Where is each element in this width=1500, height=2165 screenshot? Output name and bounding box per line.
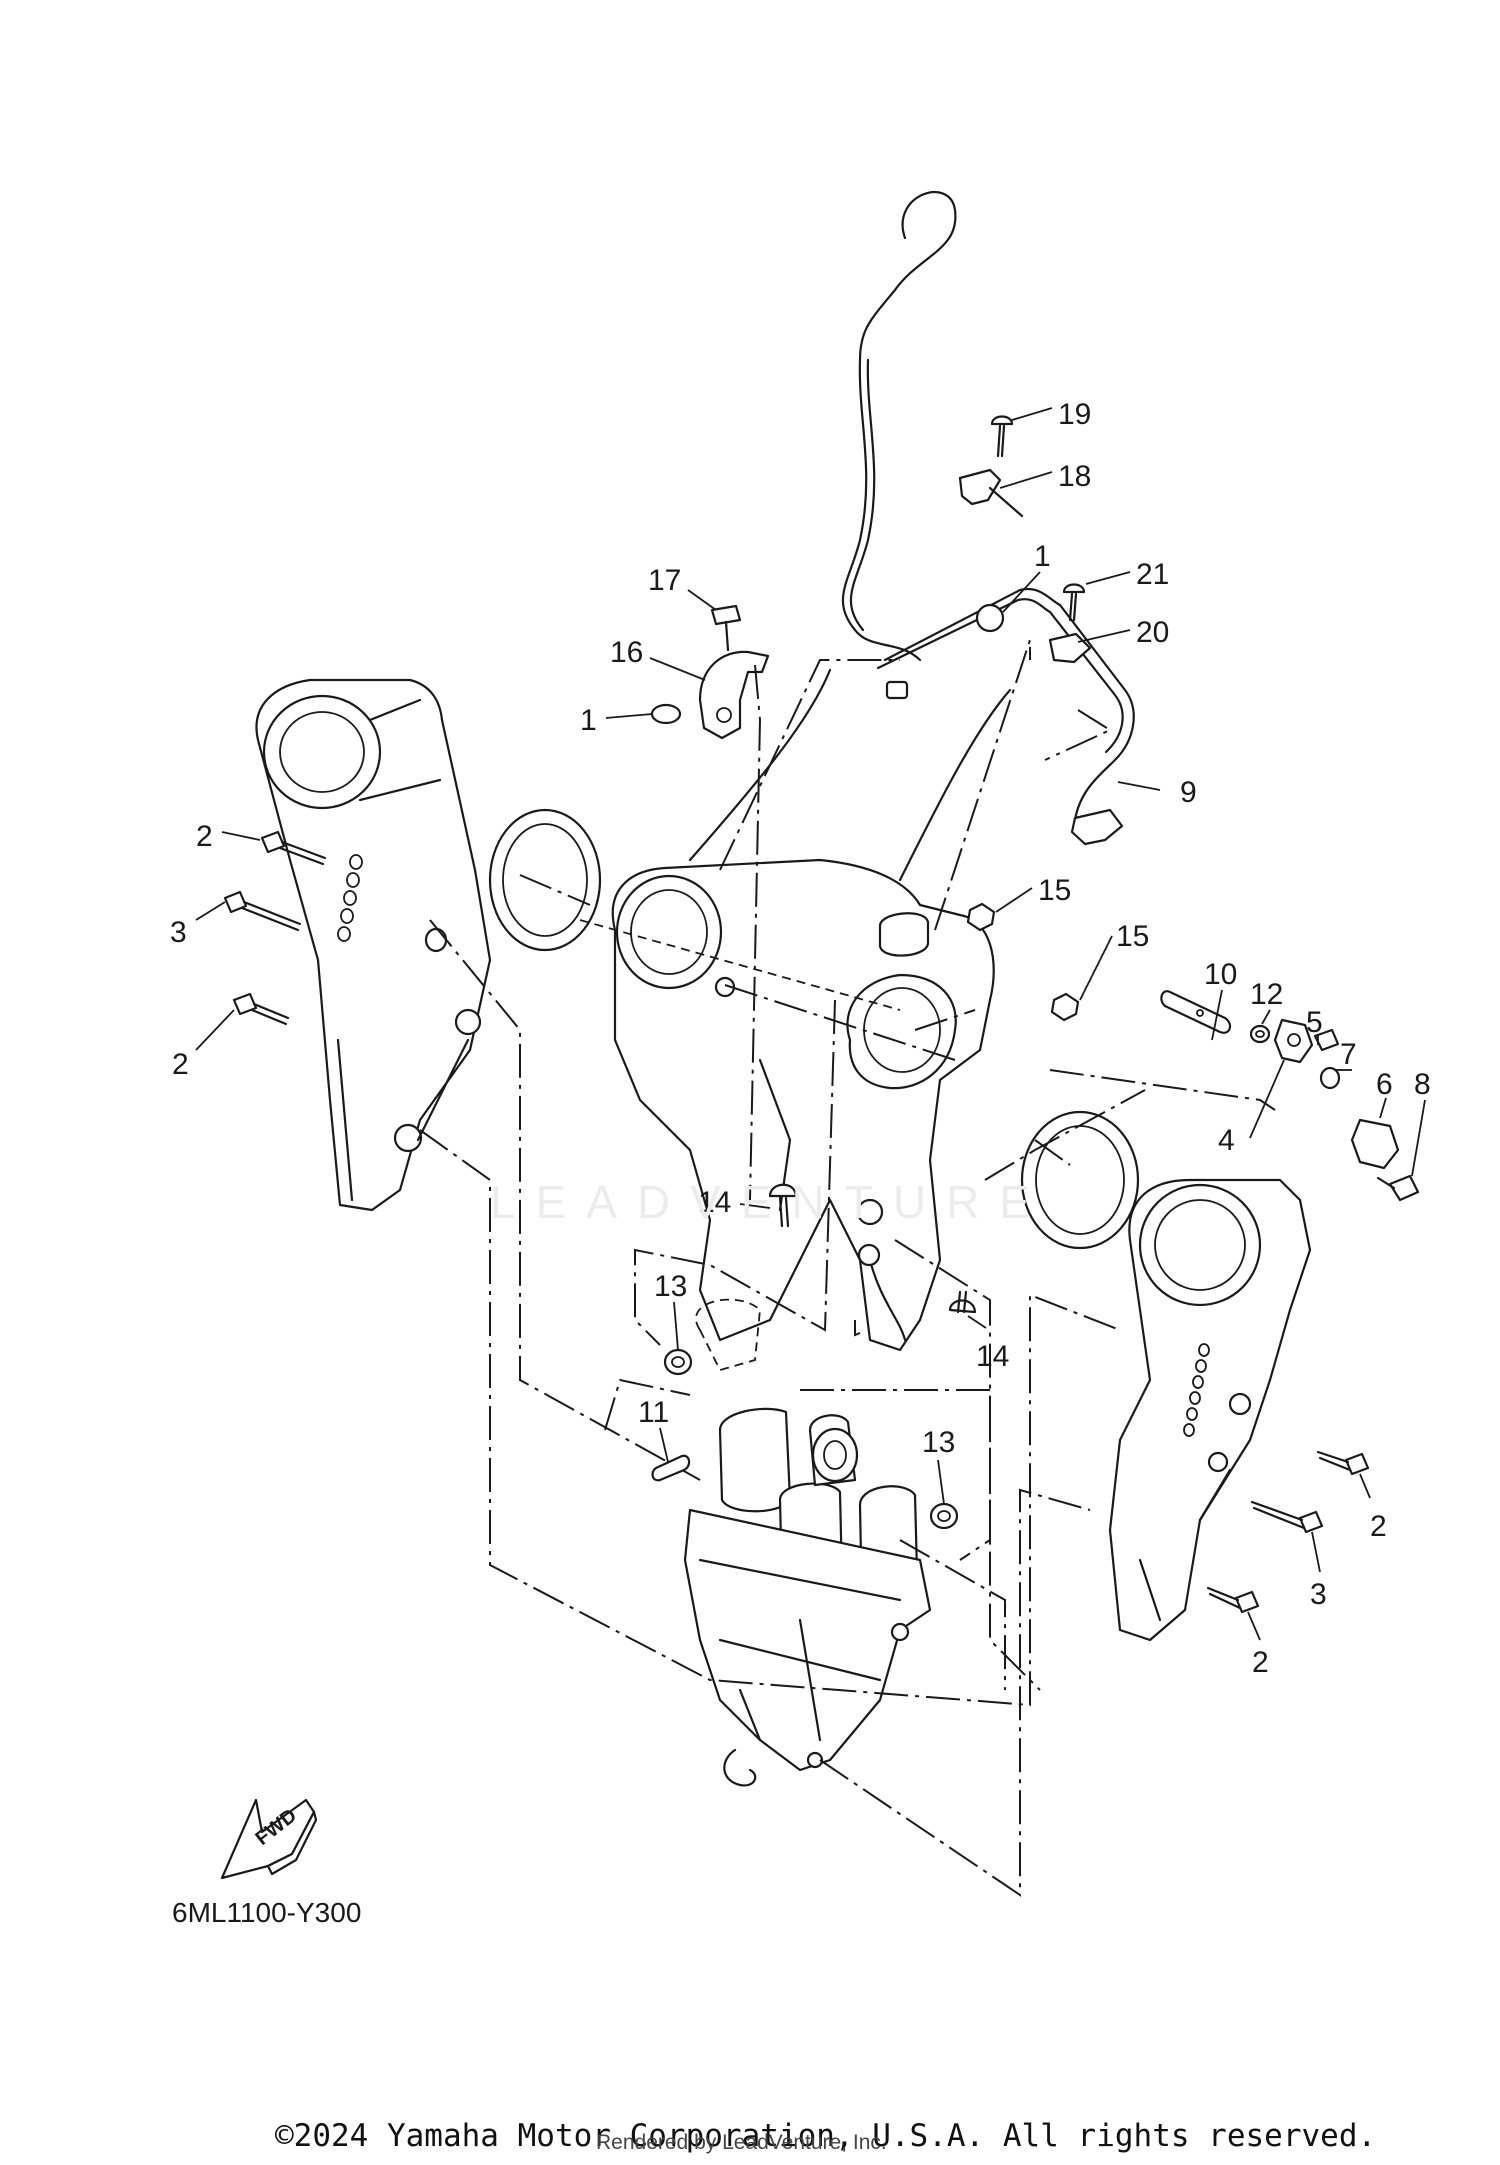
callout-17: 17 (648, 564, 681, 597)
pin-11 (651, 1454, 691, 1482)
leader-lines (195, 407, 1426, 1641)
bushing-13-right (929, 1502, 959, 1530)
callout-4: 4 (1218, 1124, 1235, 1157)
callout-1-left: 1 (580, 704, 597, 737)
clamp-20 (1048, 632, 1092, 664)
washer-12 (1249, 1024, 1271, 1044)
callout-5: 5 (1306, 1006, 1323, 1039)
bolt-2-upper-right (1316, 1450, 1370, 1476)
callout-21: 21 (1136, 558, 1169, 591)
callout-labels: 19 18 1 21 20 17 16 1 9 2 3 2 15 15 10 1… (170, 398, 1431, 1679)
drawing-code: 6ML1100-Y300 (172, 1897, 362, 1928)
copyright-notice: ©2024 Yamaha Motor Corporation, U.S.A. A… (275, 2118, 1377, 2154)
bolt-2-lower-right (1206, 1586, 1260, 1614)
trim-sensor-4 (1273, 1018, 1314, 1064)
callout-14-right: 14 (976, 1340, 1009, 1373)
trim-sensor-cable (841, 191, 1135, 846)
clamp-bracket-left (255, 678, 492, 1212)
callout-6: 6 (1376, 1068, 1393, 1101)
callout-3-left: 3 (170, 916, 187, 949)
bolt-14-left (768, 1183, 798, 1228)
callout-8: 8 (1414, 1068, 1431, 1101)
bolt-3-left (223, 890, 302, 932)
pin-10 (1160, 990, 1232, 1034)
bolt-2-lower-left (232, 992, 290, 1026)
screw-21 (1062, 583, 1086, 622)
bolt-14-right (948, 1290, 977, 1314)
callout-12: 12 (1250, 978, 1283, 1011)
callout-2-upper-right: 2 (1370, 1510, 1387, 1543)
assembly-lines (419, 639, 1276, 1897)
screw-19 (990, 415, 1014, 458)
sensor-cover-6 (1350, 1118, 1400, 1170)
callout-15-upper: 15 (1038, 874, 1071, 907)
callout-3-right: 3 (1310, 1578, 1327, 1611)
nut-15-upper (966, 902, 996, 932)
bushing-ring-left (488, 808, 602, 952)
bolt-17 (710, 604, 742, 652)
bushing-13-left (663, 1348, 693, 1376)
callout-7: 7 (1340, 1038, 1357, 1071)
screw-8 (1376, 1174, 1420, 1202)
callout-2-lower-left: 2 (172, 1048, 189, 1081)
swivel-bracket (611, 668, 1012, 1352)
o-ring-7 (1319, 1066, 1341, 1090)
fwd-arrow: FWD (220, 1798, 318, 1880)
callout-13-right: 13 (922, 1426, 955, 1459)
callout-19: 19 (1058, 398, 1091, 431)
callout-13-left: 13 (654, 1270, 687, 1303)
bolt-2-upper-left (260, 830, 327, 866)
callout-14-left: 14 (698, 1186, 731, 1219)
nut-15-lower (1050, 992, 1080, 1022)
bolt-3-right (1250, 1500, 1324, 1534)
bolt-5 (1313, 1028, 1340, 1052)
callout-15-lower: 15 (1116, 920, 1149, 953)
callout-2-lower-right: 2 (1252, 1646, 1269, 1679)
callout-9: 9 (1180, 776, 1197, 809)
callout-2-upper-left: 2 (196, 820, 213, 853)
bushing-ring-right (1020, 1110, 1140, 1250)
clamp-18 (958, 468, 1024, 518)
hidden-outlines (579, 919, 901, 1372)
callout-10: 10 (1204, 958, 1237, 991)
callout-11: 11 (638, 1396, 669, 1429)
callout-20: 20 (1136, 616, 1169, 649)
clip-1-top (975, 603, 1005, 633)
clip-1-left (650, 703, 682, 725)
callout-18: 18 (1058, 460, 1091, 493)
rendered-by-credit: Rendered by LeadVenture, Inc. (596, 2131, 887, 2154)
clamp-bracket-right (1108, 1178, 1312, 1642)
callout-16: 16 (610, 636, 643, 669)
callout-1-top: 1 (1034, 540, 1051, 573)
watermark: LEADVENTURE (490, 1176, 1050, 1228)
power-trim-tilt-unit (683, 1407, 932, 1787)
